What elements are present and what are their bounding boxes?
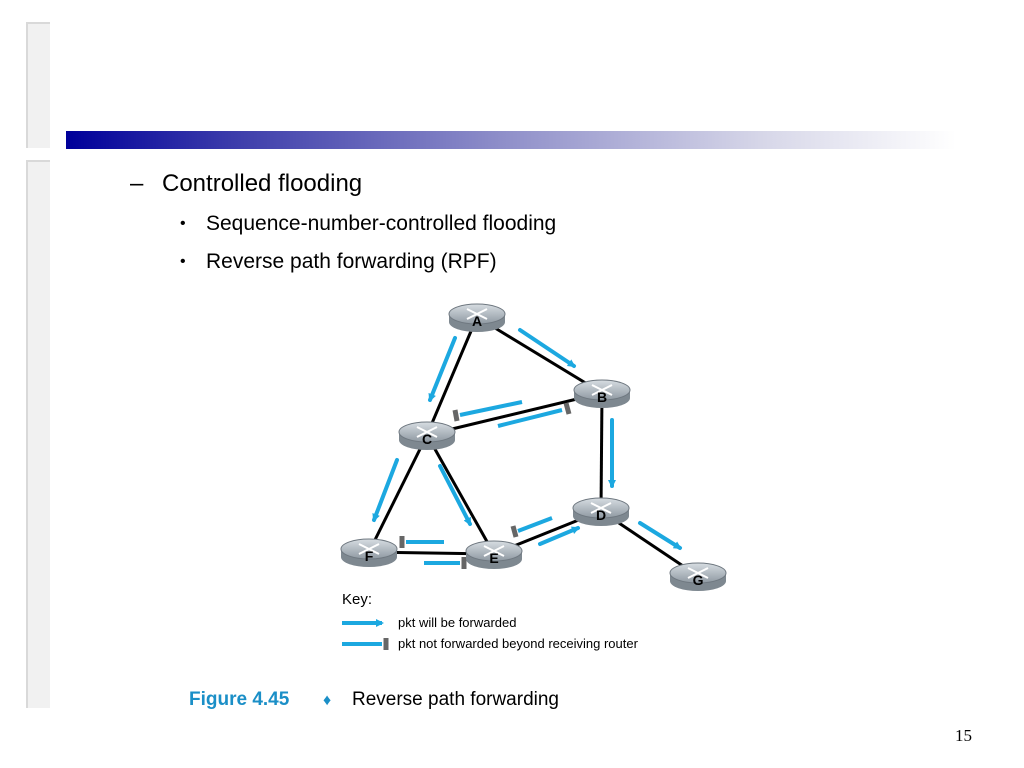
router-label-b: B [597,389,607,405]
bullet-level1: –Controlled flooding [130,170,362,198]
router-label-c: C [422,431,432,447]
arrow-b-c-blocked [452,400,523,422]
router-label-g: G [693,572,704,588]
router-label-e: E [489,550,498,566]
arrow-e-f-blocked [399,536,444,548]
legend-title: Key: [342,591,372,608]
arrow-d-e-blocked [510,516,553,538]
arrow-d-g [638,521,682,550]
left-decor-bar-top [26,22,50,148]
router-f: F [340,538,398,567]
legend-forwarded-text: pkt will be forwarded [398,615,517,630]
arrow-a-c [428,336,457,402]
router-d: D [572,497,630,526]
arrow-c-b-blocked [497,402,572,428]
router-label-d: D [596,507,606,523]
link-a-b [476,315,603,395]
caption-diamond: ♦ [323,692,331,709]
router-label-f: F [365,548,374,564]
slide-number: 15 [955,726,972,745]
link-b-d [599,392,604,512]
legend-not-forwarded-text: pkt not forwarded beyond receiving route… [398,636,639,651]
routers: A B C D E F [340,303,727,591]
caption-label: Figure 4.45 [189,689,290,710]
forward-arrows [372,328,682,550]
dot-marker: • [180,215,186,232]
router-b: B [573,379,631,408]
router-a: A [448,303,506,332]
link-c-e [425,434,496,555]
arrow-c-e [438,464,472,526]
dot-marker: • [180,253,186,270]
legend-forwarded: pkt will be forwarded [342,615,517,630]
arrow-a-b [518,328,576,368]
figure-caption: Figure 4.45 ♦ Reverse path forwarding [189,689,559,710]
arrow-d-e-fwd [538,526,580,546]
bullet-text-seqnum: Sequence-number-controlled flooding [206,212,557,235]
left-decor-bar-bottom [26,160,50,708]
bullet-level2-rpf: • Reverse path forwarding (RPF) [180,250,497,274]
router-label-a: A [472,313,482,329]
dash-marker: – [130,170,144,197]
legend: Key: pkt will be forwarded pkt not forwa… [342,591,639,651]
arrow-c-f [372,458,399,522]
caption-text: Reverse path forwarding [352,689,559,710]
bullet-level2-seqnum: • Sequence-number-controlled flooding [180,212,556,236]
bullet-text-controlled-flooding: Controlled flooding [162,170,363,197]
bullet-text-rpf: Reverse path forwarding (RPF) [206,250,497,273]
link-c-f [367,434,429,553]
link-a-c [425,316,479,436]
router-e: E [465,540,523,569]
router-c: C [398,421,456,450]
link-b-c [426,391,603,437]
legend-not-forwarded: pkt not forwarded beyond receiving route… [342,636,639,651]
title-gradient-band [66,131,956,149]
arrow-f-e-blocked [424,557,467,569]
blocked-arrows [399,400,572,569]
router-g: G [669,562,727,591]
